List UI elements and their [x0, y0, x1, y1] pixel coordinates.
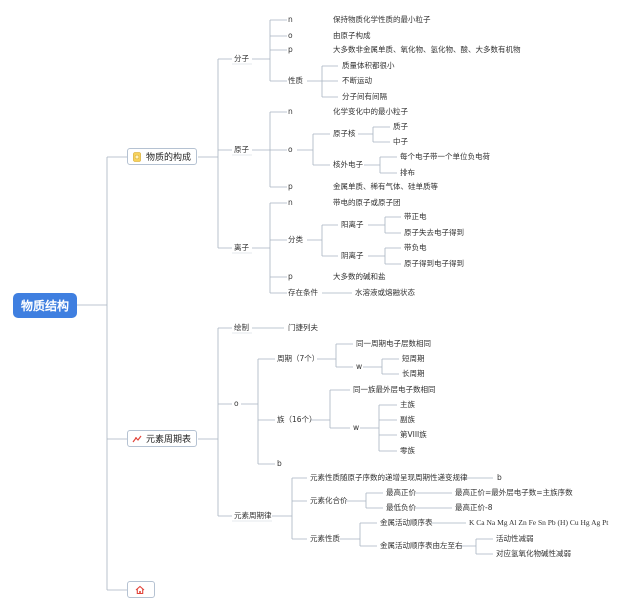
- node-text[interactable]: 零族: [400, 446, 415, 455]
- node-group-w[interactable]: w: [353, 423, 360, 432]
- node-law-b[interactable]: b: [497, 473, 502, 482]
- node-text[interactable]: 最高正价-8: [455, 503, 493, 512]
- category-periodic-table[interactable]: 元素周期表: [127, 430, 198, 447]
- node-activity[interactable]: 金属活动顺序表: [380, 518, 433, 527]
- node-period-w[interactable]: w: [356, 362, 363, 371]
- node-molecule-n[interactable]: n: [288, 15, 293, 24]
- node-lowest[interactable]: 最低负价: [386, 503, 416, 512]
- node-text[interactable]: 同一族最外层电子数相同: [353, 385, 436, 394]
- node-text[interactable]: 大多数非金属单质、氧化物、氢化物、酸、大多数有机物: [333, 45, 521, 54]
- node-valence[interactable]: 元素化合价: [310, 496, 348, 505]
- node-ion-classify[interactable]: 分类: [288, 235, 303, 244]
- node-atom-n[interactable]: n: [288, 107, 293, 116]
- node-atom-p[interactable]: p: [288, 182, 293, 191]
- node-text[interactable]: 大多数的碱和盐: [333, 272, 386, 281]
- node-cation[interactable]: 阳离子: [341, 220, 364, 229]
- node-period[interactable]: 周期（7个）: [277, 354, 320, 363]
- node-text[interactable]: 短周期: [402, 354, 425, 363]
- node-text[interactable]: 第VIII族: [400, 430, 427, 439]
- node-text[interactable]: 活动性减弱: [496, 534, 534, 543]
- node-ion[interactable]: 离子: [234, 243, 249, 252]
- node-ion-exist[interactable]: 存在条件: [288, 288, 318, 297]
- node-molecule-p[interactable]: p: [288, 45, 293, 54]
- node-anion[interactable]: 阴离子: [341, 251, 364, 260]
- category-composition[interactable]: 物质的构成: [127, 148, 198, 165]
- node-text[interactable]: 长周期: [402, 369, 425, 378]
- node-text[interactable]: 门捷列夫: [288, 323, 318, 332]
- node-table-o[interactable]: o: [234, 399, 239, 408]
- node-text[interactable]: 带正电: [404, 212, 427, 221]
- node-text[interactable]: 每个电子带一个单位负电荷: [400, 152, 490, 161]
- node-text[interactable]: 元素性质随原子序数的递增呈现周期性递变规律: [310, 473, 468, 482]
- node-text[interactable]: 副族: [400, 415, 415, 424]
- node-text[interactable]: 分子间有间隔: [342, 92, 387, 101]
- node-text[interactable]: 原子失去电子得到: [404, 228, 464, 237]
- root-node[interactable]: 物质结构: [13, 293, 77, 318]
- node-text[interactable]: 质量体积都很小: [342, 61, 395, 70]
- chart-icon: [132, 435, 142, 442]
- node-ion-n[interactable]: n: [288, 198, 293, 207]
- node-periodic-law[interactable]: 元素周期律: [234, 511, 272, 520]
- node-text[interactable]: 质子: [393, 122, 408, 131]
- node-text[interactable]: 由原子构成: [333, 31, 371, 40]
- category-label: 元素周期表: [146, 435, 192, 445]
- node-text[interactable]: 化学变化中的最小粒子: [333, 107, 408, 116]
- node-nucleus[interactable]: 原子核: [333, 129, 356, 138]
- node-text[interactable]: 中子: [393, 137, 408, 146]
- node-text[interactable]: 不断运动: [342, 76, 372, 85]
- category-label: 物质的构成: [146, 153, 192, 163]
- node-text[interactable]: 带电的原子或原子团: [333, 198, 401, 207]
- node-highest[interactable]: 最高正价: [386, 488, 416, 497]
- node-ion-p[interactable]: p: [288, 272, 293, 281]
- node-electrons[interactable]: 核外电子: [333, 160, 363, 169]
- node-draw[interactable]: 绘制: [234, 323, 249, 332]
- node-text[interactable]: 金属单质、稀有气体、硅单质等: [333, 182, 438, 191]
- node-atom-o[interactable]: o: [288, 145, 293, 154]
- node-text[interactable]: 带负电: [404, 243, 427, 252]
- node-text[interactable]: 水溶液或熔融状态: [355, 288, 415, 297]
- node-table-b[interactable]: b: [277, 459, 282, 468]
- medal-icon: [133, 151, 141, 162]
- node-text[interactable]: 原子得到电子得到: [404, 259, 464, 268]
- node-text[interactable]: 最高正价=最外层电子数=主族序数: [455, 488, 573, 497]
- node-molecule-property[interactable]: 性质: [288, 76, 303, 85]
- node-text[interactable]: K Ca Na Mg Al Zn Fe Sn Pb (H) Cu Hg Ag P…: [469, 518, 609, 527]
- node-atom[interactable]: 原子: [234, 145, 249, 154]
- node-activity-trend[interactable]: 金属活动顺序表由左至右: [380, 541, 463, 550]
- node-molecule[interactable]: 分子: [234, 54, 249, 63]
- node-text[interactable]: 保持物质化学性质的最小粒子: [333, 15, 431, 24]
- node-group[interactable]: 族（16个）: [277, 415, 317, 424]
- home-icon: [135, 585, 145, 594]
- node-text[interactable]: 对应氢氧化物碱性减弱: [496, 549, 571, 558]
- node-molecule-o[interactable]: o: [288, 31, 293, 40]
- node-text[interactable]: 同一周期电子层数相同: [356, 339, 431, 348]
- node-text[interactable]: 排布: [400, 168, 415, 177]
- node-element-nature[interactable]: 元素性质: [310, 534, 340, 543]
- node-text[interactable]: 主族: [400, 400, 415, 409]
- category-home[interactable]: [127, 581, 155, 598]
